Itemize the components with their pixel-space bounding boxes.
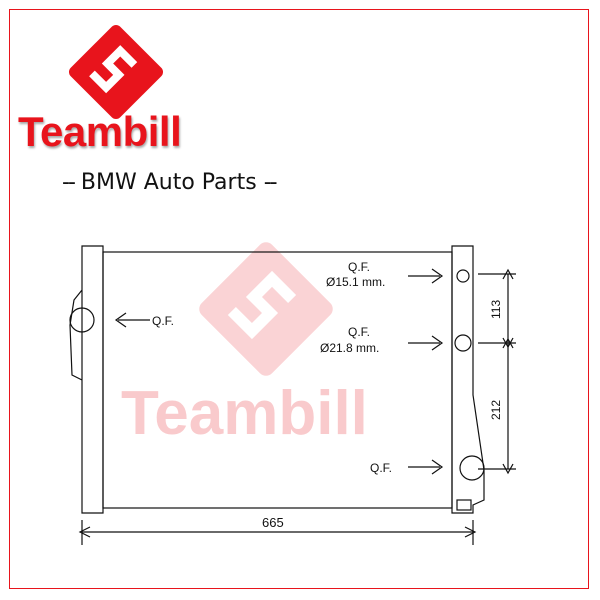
tagline-prefix: -- [62, 170, 76, 195]
right-tank [451, 245, 485, 514]
label-left-qf: Q.F. [152, 314, 174, 328]
brand-name: Teambill [18, 108, 182, 155]
arrow-bottom [408, 459, 444, 475]
label-top-dim: Ø15.1 mm. [326, 275, 385, 289]
dim-width-label: 665 [262, 515, 284, 530]
label-top-qf: Q.F. [348, 260, 370, 274]
drain-plug [456, 499, 472, 511]
brand-logo-icon [68, 24, 164, 120]
watermark-text: Teambill [121, 379, 368, 448]
right-port-top [456, 269, 470, 283]
dim-lower-label: 212 [489, 400, 503, 420]
tagline-suffix: -- [263, 170, 278, 195]
left-tank [69, 245, 104, 514]
tagline-text: BMW Auto Parts [80, 170, 257, 195]
right-port-mid [454, 334, 472, 352]
dim-upper-label: 113 [489, 300, 503, 319]
page-border [9, 9, 589, 589]
label-bottom-qf: Q.F. [370, 461, 392, 475]
dim-vertical-arrows [502, 268, 514, 475]
arrow-mid [408, 335, 444, 351]
arrow-left [114, 312, 150, 328]
arrow-top [408, 268, 444, 284]
right-port-bottom [459, 455, 485, 481]
label-mid-qf: Q.F. [348, 325, 370, 339]
label-mid-dim: Ø21.8 mm. [320, 341, 379, 355]
watermark-logo-icon [199, 242, 333, 376]
tagline: -- BMW Auto Parts -- [62, 170, 278, 195]
radiator-core [102, 251, 453, 509]
dim-width-arrows [78, 526, 477, 538]
left-port [69, 307, 95, 333]
